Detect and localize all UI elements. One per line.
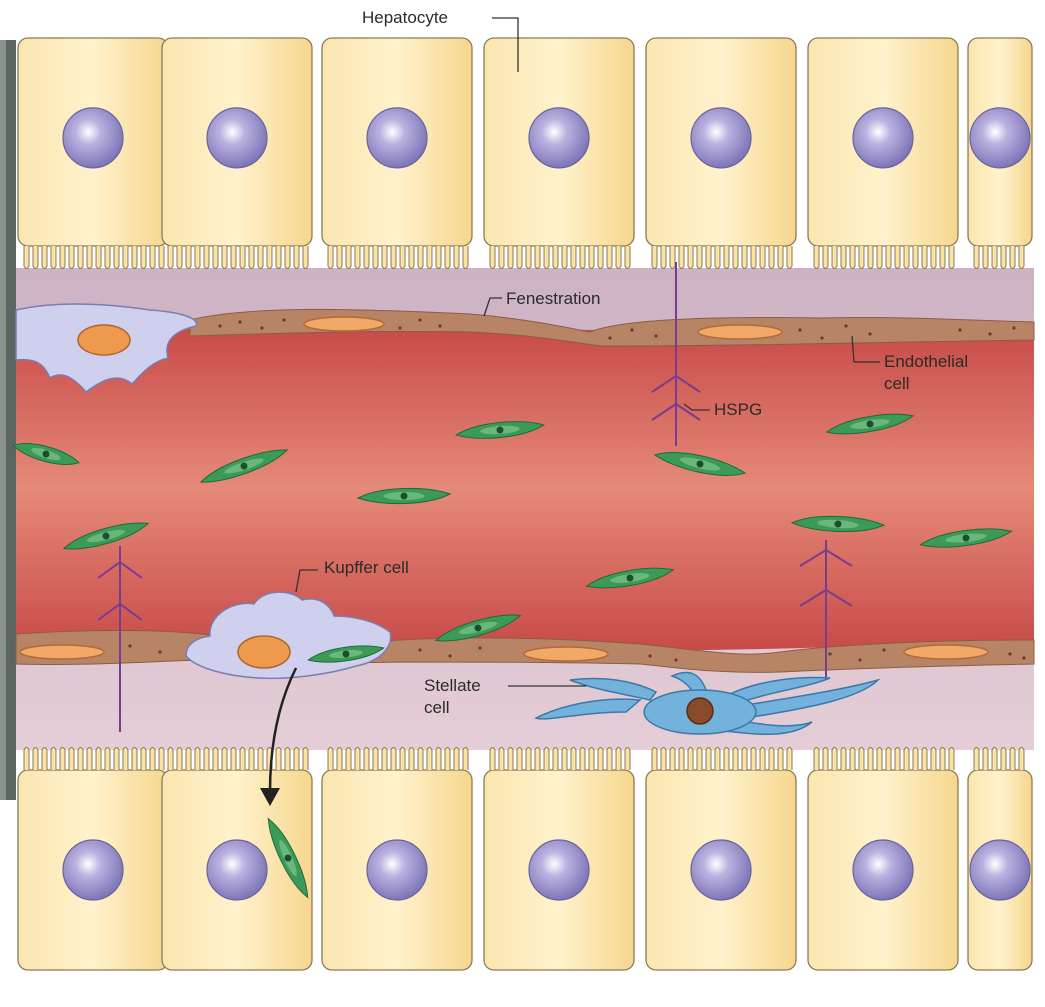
hepatocyte-nucleus bbox=[367, 108, 427, 168]
hepatocyte bbox=[808, 38, 958, 269]
hepatocyte bbox=[162, 38, 312, 269]
hepatocyte-nucleus bbox=[691, 108, 751, 168]
label-hspg: HSPG bbox=[714, 400, 762, 420]
label-stellate-line1: Stellate bbox=[424, 676, 481, 696]
left-edge-strip bbox=[0, 40, 16, 800]
hepatocyte-nucleus bbox=[207, 840, 267, 900]
sinusoid-lumen bbox=[16, 326, 1034, 651]
hepatocyte-nucleus bbox=[853, 108, 913, 168]
hepatocyte bbox=[322, 38, 472, 269]
hepatocyte-nucleus bbox=[970, 108, 1030, 168]
hepatocyte bbox=[646, 38, 796, 269]
hepatocyte bbox=[968, 748, 1032, 971]
label-endothelial-line2: cell bbox=[884, 374, 910, 394]
hepatocyte-row-top bbox=[18, 38, 1032, 269]
hepatocyte-nucleus bbox=[207, 108, 267, 168]
hepatocyte bbox=[646, 748, 796, 971]
hepatocyte-nucleus bbox=[63, 840, 123, 900]
hepatocyte-nucleus bbox=[970, 840, 1030, 900]
hepatocyte bbox=[484, 38, 634, 269]
hepatocyte-nucleus bbox=[853, 840, 913, 900]
hepatocyte bbox=[808, 748, 958, 971]
label-endothelial-line1: Endothelial bbox=[884, 352, 968, 372]
hepatocyte bbox=[322, 748, 472, 971]
label-hepatocyte: Hepatocyte bbox=[362, 8, 448, 28]
label-kupffer-cell: Kupffer cell bbox=[324, 558, 409, 578]
hepatocyte-nucleus bbox=[63, 108, 123, 168]
hepatocyte bbox=[968, 38, 1032, 269]
label-stellate-line2: cell bbox=[424, 698, 450, 718]
hepatocyte-nucleus bbox=[691, 840, 751, 900]
hepatocyte-nucleus bbox=[529, 840, 589, 900]
hepatocyte bbox=[18, 748, 168, 971]
hepatocyte bbox=[18, 38, 168, 269]
hepatocyte bbox=[484, 748, 634, 971]
label-fenestration: Fenestration bbox=[506, 289, 601, 309]
hepatocyte-nucleus bbox=[529, 108, 589, 168]
hepatocyte-nucleus bbox=[367, 840, 427, 900]
hepatocyte-row-bottom bbox=[18, 748, 1032, 971]
